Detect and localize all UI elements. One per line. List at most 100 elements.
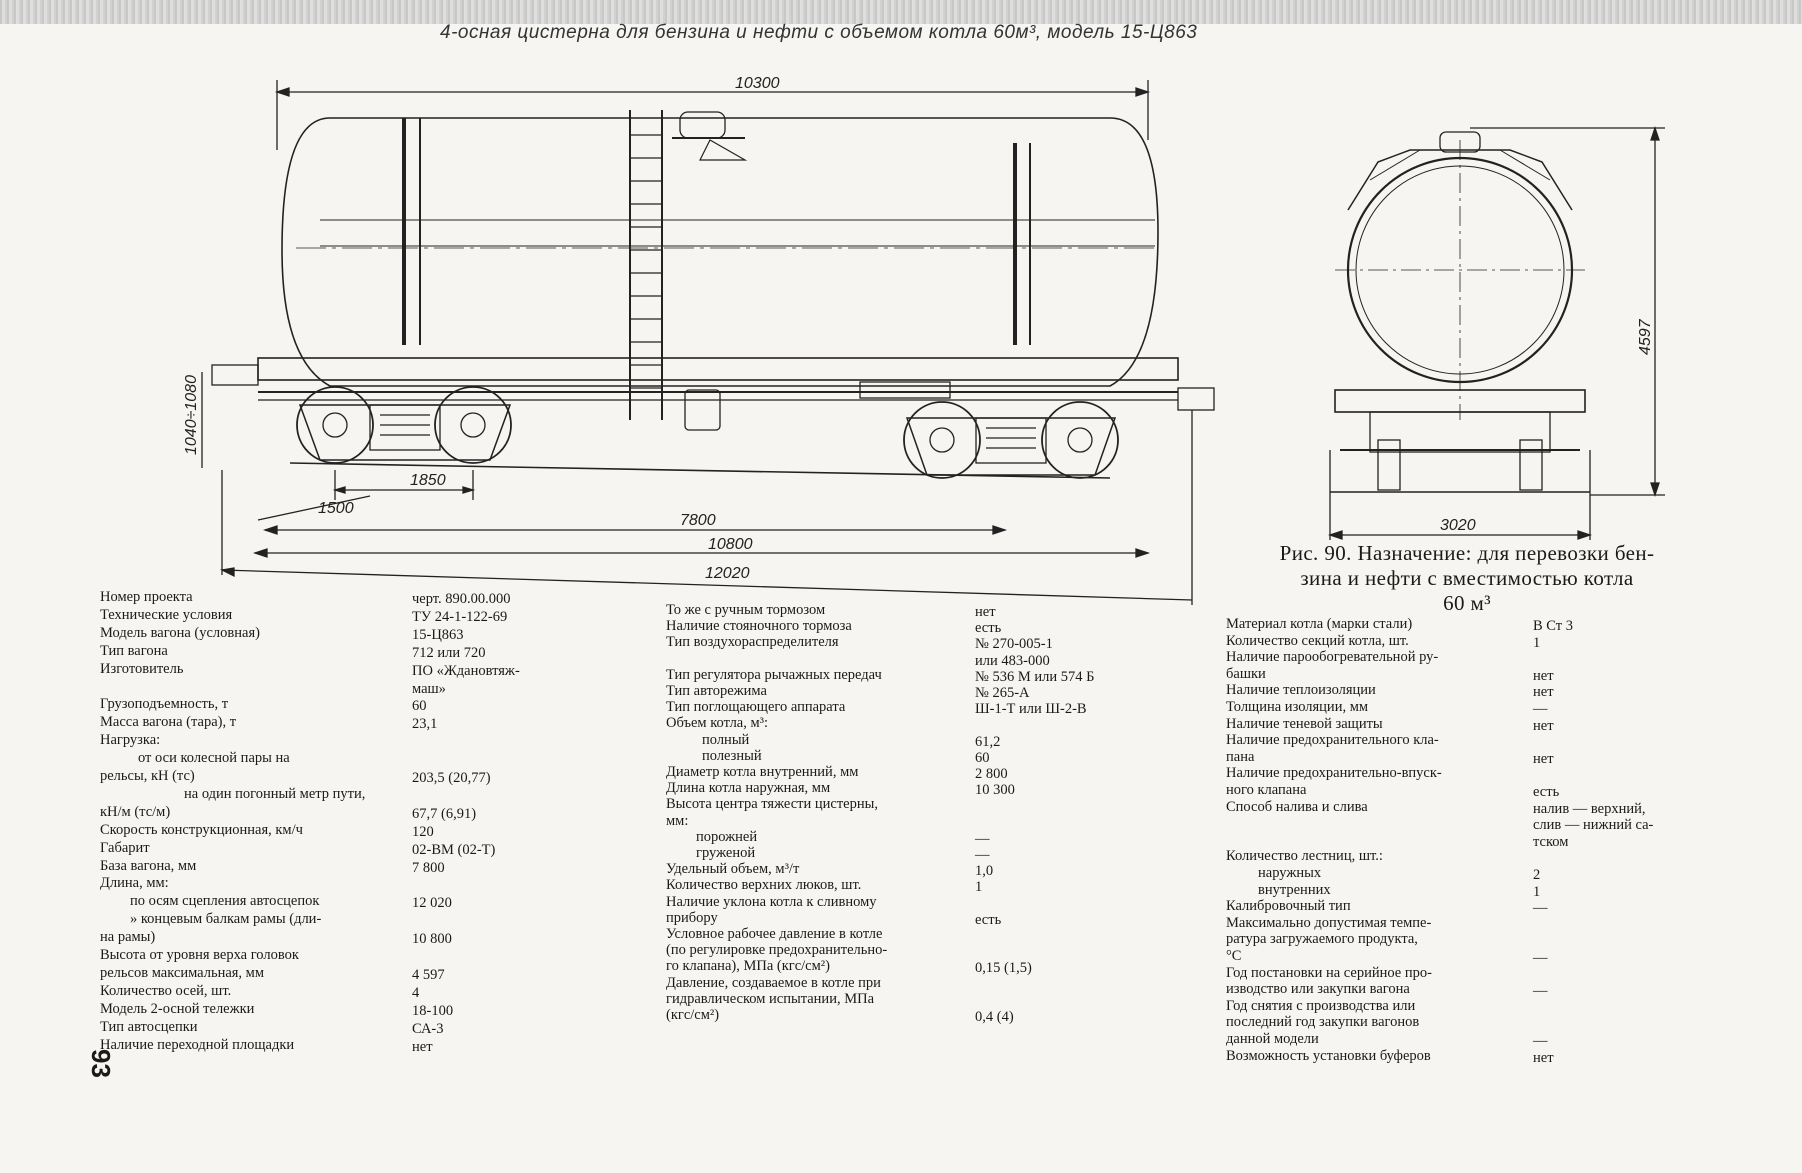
spec-value: 4 [412,984,420,1001]
spec-value: 712 или 720 [412,644,486,661]
spec-value: — [1533,1033,1548,1049]
spec-label: То же с ручным тормозом [666,602,826,618]
spec-value: 1 [975,879,983,896]
spec-label: Год постановки на серийное про- [1226,964,1432,981]
dim-1500: 1500 [318,500,354,517]
spec-label: ного клапана [1226,782,1307,798]
spec-label: Скорость конструкционная, км/ч [100,821,303,838]
spec-value: маш» [412,680,446,697]
spec-value: нет [1533,667,1554,684]
spec-label: полный [702,731,750,748]
caption-line-1: Рис. 90. Назначение: для перевозки бен- [1279,541,1655,565]
spec-value: есть [1533,784,1560,800]
spec-value: нет [1533,717,1554,734]
spec-label: Высота от уровня верха головок [100,947,299,963]
spec-label: Толщина изоляции, мм [1226,699,1369,715]
spec-value: ПО «Ждановтяж- [412,662,520,679]
spec-value: 02-ВМ (02-Т) [412,841,496,858]
spec-value: или 483-000 [975,652,1050,669]
spec-value: тском [1533,833,1569,850]
spec-label: на один погонный метр пути, [184,785,366,802]
spec-label: наружных [1258,865,1322,881]
spec-value: есть [975,620,1002,637]
spec-label: Тип воздухораспределителя [666,634,839,651]
spec-label: Длина котла наружная, мм [666,780,831,797]
spec-label: на рамы) [100,929,156,946]
spec-value: 0,4 (4) [975,1009,1014,1025]
spec-value: 2 [1533,867,1541,883]
spec-label: рельсы, кН (тс) [100,768,195,784]
spec-label: го клапана), МПа (кгс/см²) [666,958,830,975]
spec-label: Условное рабочее давление в котле [666,926,883,942]
spec-label: груженой [696,845,756,861]
spec-label: Удельный объем, м³/т [666,861,800,878]
spec-label: Масса вагона (тара), т [100,714,237,731]
spec-label: последний год закупки вагонов [1226,1014,1420,1031]
spec-label: Модель вагона (условная) [100,624,260,641]
spec-value: черт. 890.00.000 [412,591,511,607]
spec-value: Ш-1-Т или Ш-2-В [975,701,1087,718]
spec-label: » концевым балкам рамы (дли- [130,911,322,928]
spec-value: — [1533,983,1548,1000]
page-header-title: 4-осная цистерна для бензина и нефти с о… [440,22,1198,43]
spec-value: 60 [412,698,427,715]
spec-label: Тип регулятора рычажных передач [666,666,882,683]
spec-label: прибору [666,909,718,926]
tank-wagon-drawing: 10300 [183,75,1665,605]
dim-1040-1080: 1040÷1080 [183,375,200,455]
caption-line-3: 60 м³ [1443,591,1491,615]
spec-label: Длина, мм: [100,875,169,892]
spec-value: 120 [412,823,434,840]
spec-value: 2 800 [975,766,1008,782]
spec-label: Тип поглощающего аппарата [666,699,846,716]
spec-label: Наличие предохранительного кла- [1226,732,1439,749]
spec-value: 1,0 [975,863,994,880]
spec-value: 67,7 (6,91) [412,805,477,822]
spec-label: данной модели [1226,1031,1319,1047]
spec-label: пана [1226,748,1255,765]
spec-value: 10 300 [975,782,1015,799]
spec-label: Возможность установки буферов [1226,1047,1431,1064]
dim-4597: 4597 [1637,318,1654,355]
spec-value: ТУ 24-1-122-69 [412,608,508,625]
spec-value: 4 597 [412,966,445,983]
spec-label: мм: [666,812,689,829]
caption-line-2: зина и нефти с вместимостью котла [1300,566,1634,590]
spec-value: 15-Ц863 [412,626,464,643]
dim-7800: 7800 [680,512,716,529]
spec-label: Грузоподъемность, т [100,696,229,713]
spec-label: Модель 2-осной тележки [100,1000,255,1017]
spec-value: налив — верхний, [1533,800,1646,817]
spec-label: башки [1226,665,1266,682]
spec-value: нет [1533,684,1554,701]
spec-value: № 265-А [975,685,1030,701]
dim-10300: 10300 [735,75,780,92]
spec-label: Количество верхних люков, шт. [666,877,862,894]
spec-label: Калибровочный тип [1226,898,1351,915]
spec-label: ратура загружаемого продукта, [1226,931,1418,948]
spec-label: рельсов максимальная, мм [100,964,265,981]
spec-label: Технические условия [100,606,233,623]
spec-label: (по регулировке предохранительно- [666,942,888,959]
spec-value: 10 800 [412,931,452,948]
spec-value: 0,15 (1,5) [975,960,1032,977]
spec-value: 23,1 [412,716,438,733]
spec-label: порожней [696,828,758,845]
spec-value: В Ст 3 [1533,618,1573,634]
spec-label: полезный [702,747,762,764]
spec-label: изводство или закупки вагона [1226,981,1410,998]
spec-value: есть [975,911,1002,928]
spec-label: Габарит [100,839,150,856]
spec-label: Наличие парообогревательной ру- [1226,649,1439,666]
spec-label: Способ налива и слива [1226,798,1368,815]
spec-label: Материал котла (марки стали) [1226,616,1413,632]
spec-value: нет [1533,750,1554,767]
spec-label: °С [1226,948,1242,964]
spec-label: Количество секций котла, шт. [1226,632,1409,649]
spec-label: Нагрузка: [100,732,161,749]
spec-label: Номер проекта [100,589,193,605]
spec-value: нет [412,1038,433,1055]
spec-value: — [975,830,990,847]
spec-label: Наличие стояночного тормоза [666,618,852,635]
scan-edge [0,0,1802,24]
